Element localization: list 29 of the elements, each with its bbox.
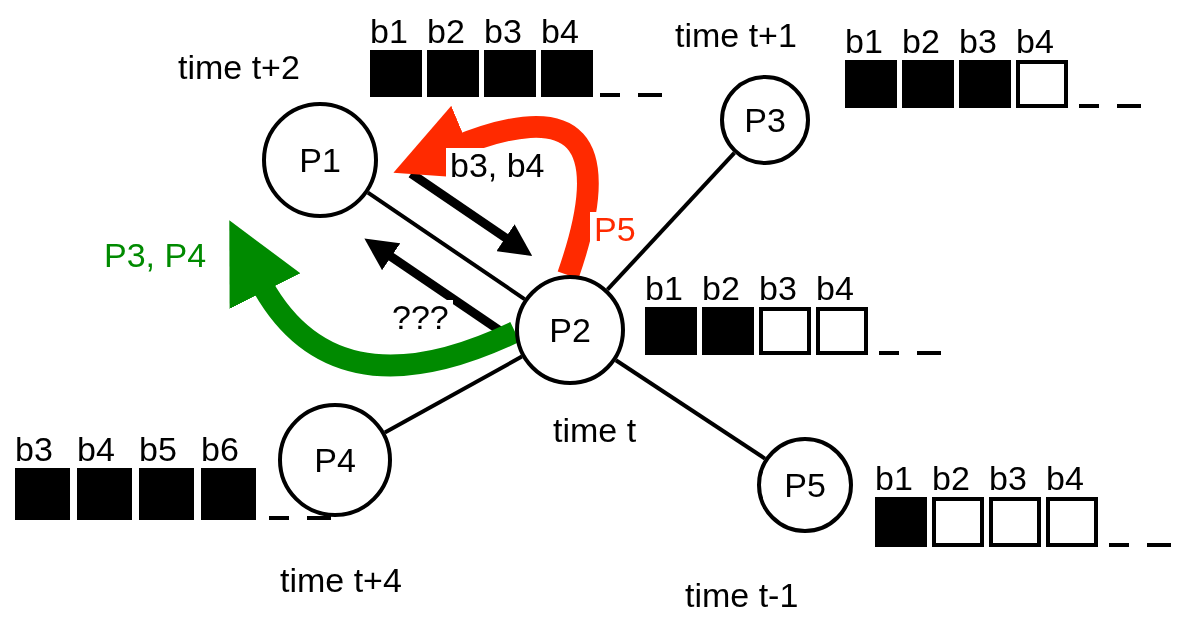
time-label: time t+4 <box>280 563 402 597</box>
block-label: b1 <box>370 14 408 50</box>
time-label: time t+1 <box>675 18 797 52</box>
time-label: time t+2 <box>178 50 300 84</box>
block-label: b3 <box>484 14 522 50</box>
block-label: b4 <box>816 271 854 307</box>
connector-line <box>366 190 526 301</box>
block-label: b2 <box>427 14 465 50</box>
block-label: b3 <box>759 271 797 307</box>
block-label: b5 <box>139 432 177 468</box>
block-label: b6 <box>201 432 239 468</box>
block-label: b4 <box>1016 24 1054 60</box>
block-label: b4 <box>1046 461 1084 497</box>
block-label: b2 <box>932 461 970 497</box>
block-label: b3 <box>15 432 53 468</box>
block-label: b3 <box>989 461 1027 497</box>
connector-line <box>605 151 736 292</box>
connector-line <box>614 358 767 461</box>
block-label: b1 <box>875 461 913 497</box>
block-label: b4 <box>541 14 579 50</box>
block-label: b3 <box>959 24 997 60</box>
block-label: b1 <box>845 24 883 60</box>
block-label: b2 <box>702 271 740 307</box>
connector-line <box>383 354 523 435</box>
time-label: time t-1 <box>685 578 799 612</box>
block-label: b2 <box>902 24 940 60</box>
block-label: b4 <box>77 432 115 468</box>
time-label: time t <box>553 413 637 447</box>
block-label: b1 <box>645 271 683 307</box>
